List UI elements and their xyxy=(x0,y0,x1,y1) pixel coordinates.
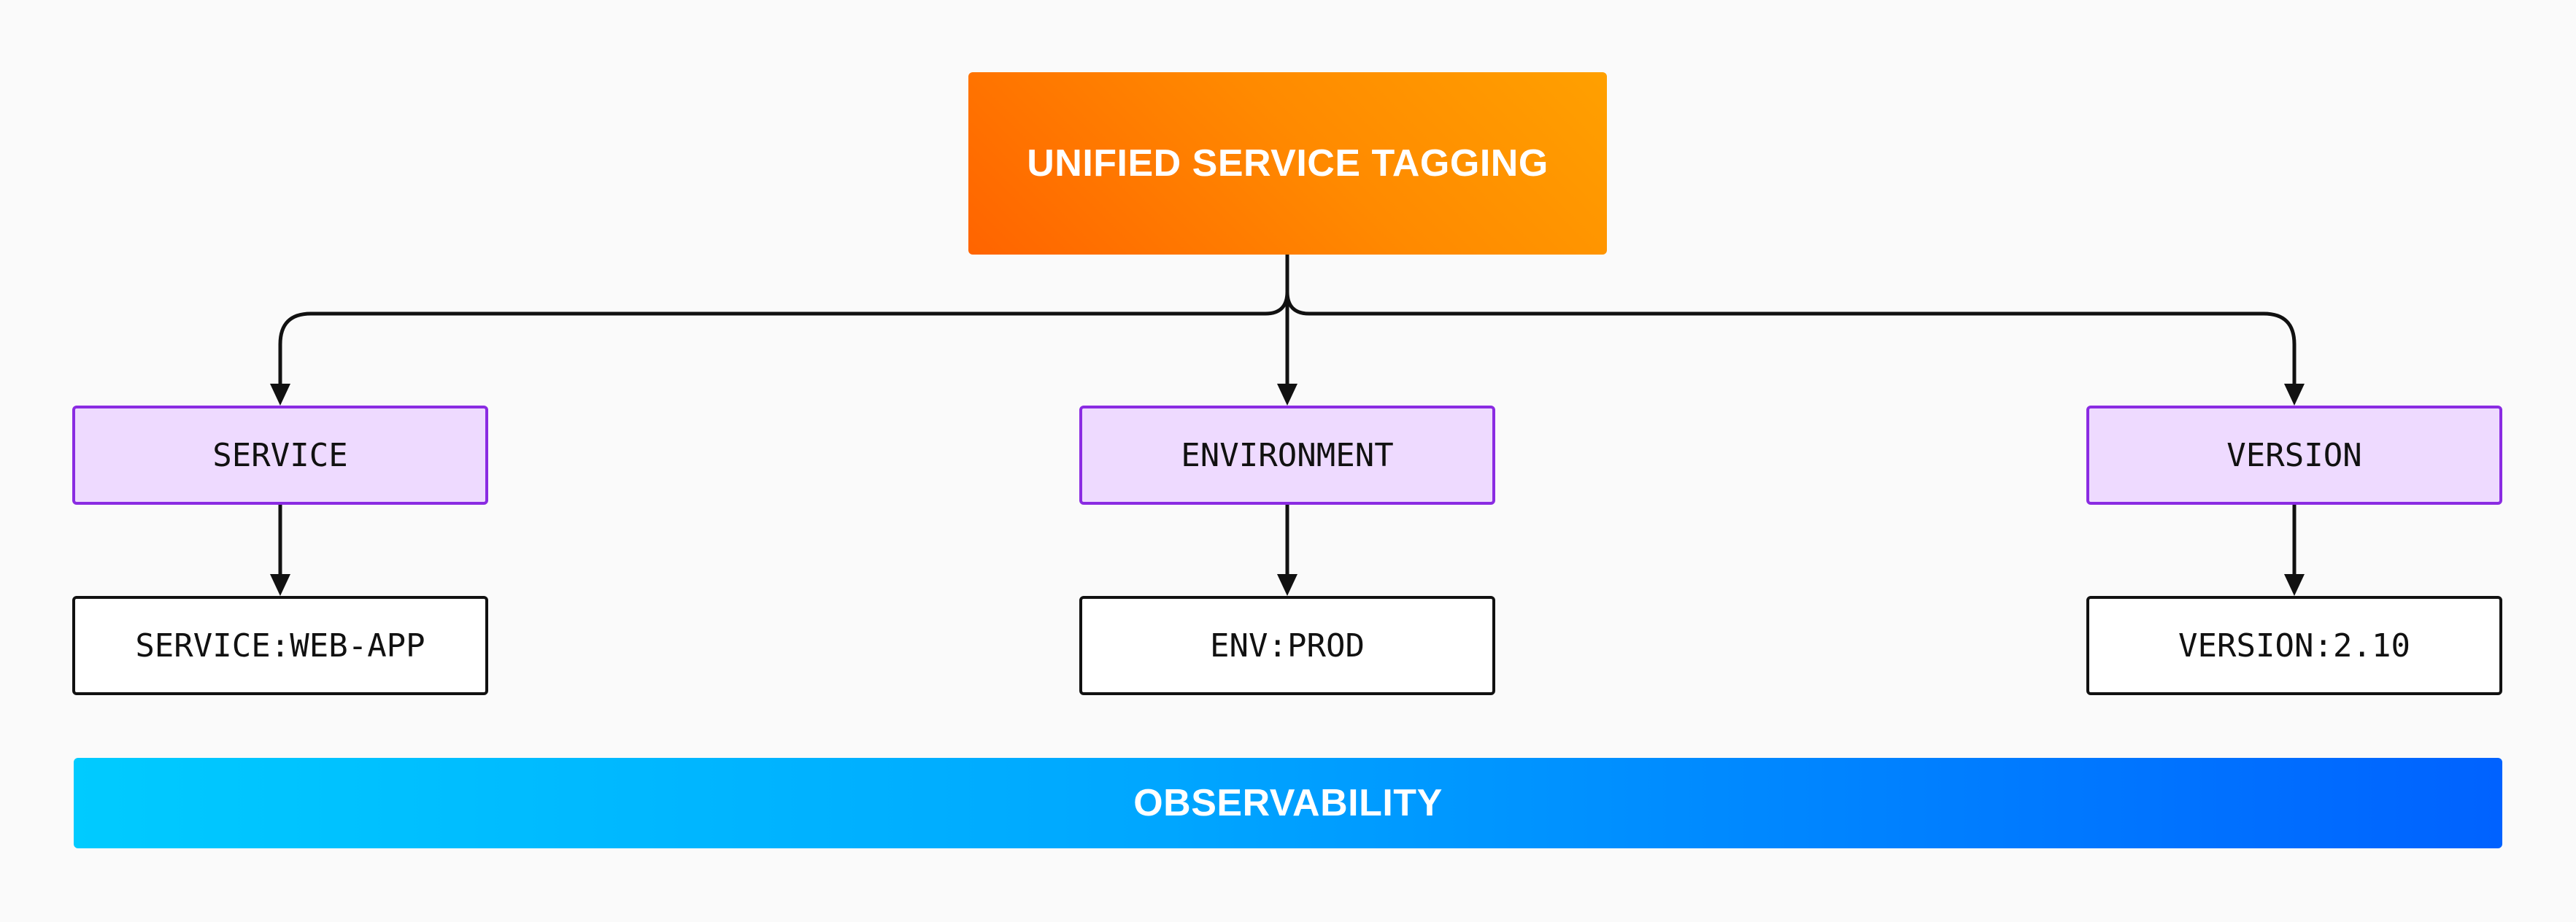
category-node-service: SERVICE xyxy=(72,406,488,505)
arrowhead-service-value xyxy=(270,574,290,596)
arrowhead-version xyxy=(2284,384,2305,406)
category-label-service: SERVICE xyxy=(212,436,348,474)
tag-label-version-value: VERSION:2.10 xyxy=(2178,627,2410,665)
arrowhead-service xyxy=(270,384,290,406)
observability-label: OBSERVABILITY xyxy=(1133,782,1443,824)
observability-bar: OBSERVABILITY xyxy=(74,758,2502,848)
tag-node-service-value: SERVICE:WEB-APP xyxy=(72,596,488,695)
branch-line-service xyxy=(278,290,1289,387)
root-node-unified-service-tagging: UNIFIED SERVICE TAGGING xyxy=(968,72,1607,255)
arrowhead-environment xyxy=(1277,384,1297,406)
category-node-environment: ENVIRONMENT xyxy=(1079,406,1495,505)
category-node-version: VERSION xyxy=(2086,406,2502,505)
tag-label-service-value: SERVICE:WEB-APP xyxy=(135,627,425,665)
root-node-label: UNIFIED SERVICE TAGGING xyxy=(1027,142,1549,185)
arrowhead-environment-value xyxy=(1277,574,1297,596)
tag-label-env-value: ENV:PROD xyxy=(1210,627,1365,665)
tag-node-env-value: ENV:PROD xyxy=(1079,596,1495,695)
arrowhead-version-value xyxy=(2284,574,2305,596)
category-label-environment: ENVIRONMENT xyxy=(1181,436,1394,474)
branch-line-version xyxy=(1285,290,2297,387)
category-label-version: VERSION xyxy=(2226,436,2362,474)
tag-node-version-value: VERSION:2.10 xyxy=(2086,596,2502,695)
